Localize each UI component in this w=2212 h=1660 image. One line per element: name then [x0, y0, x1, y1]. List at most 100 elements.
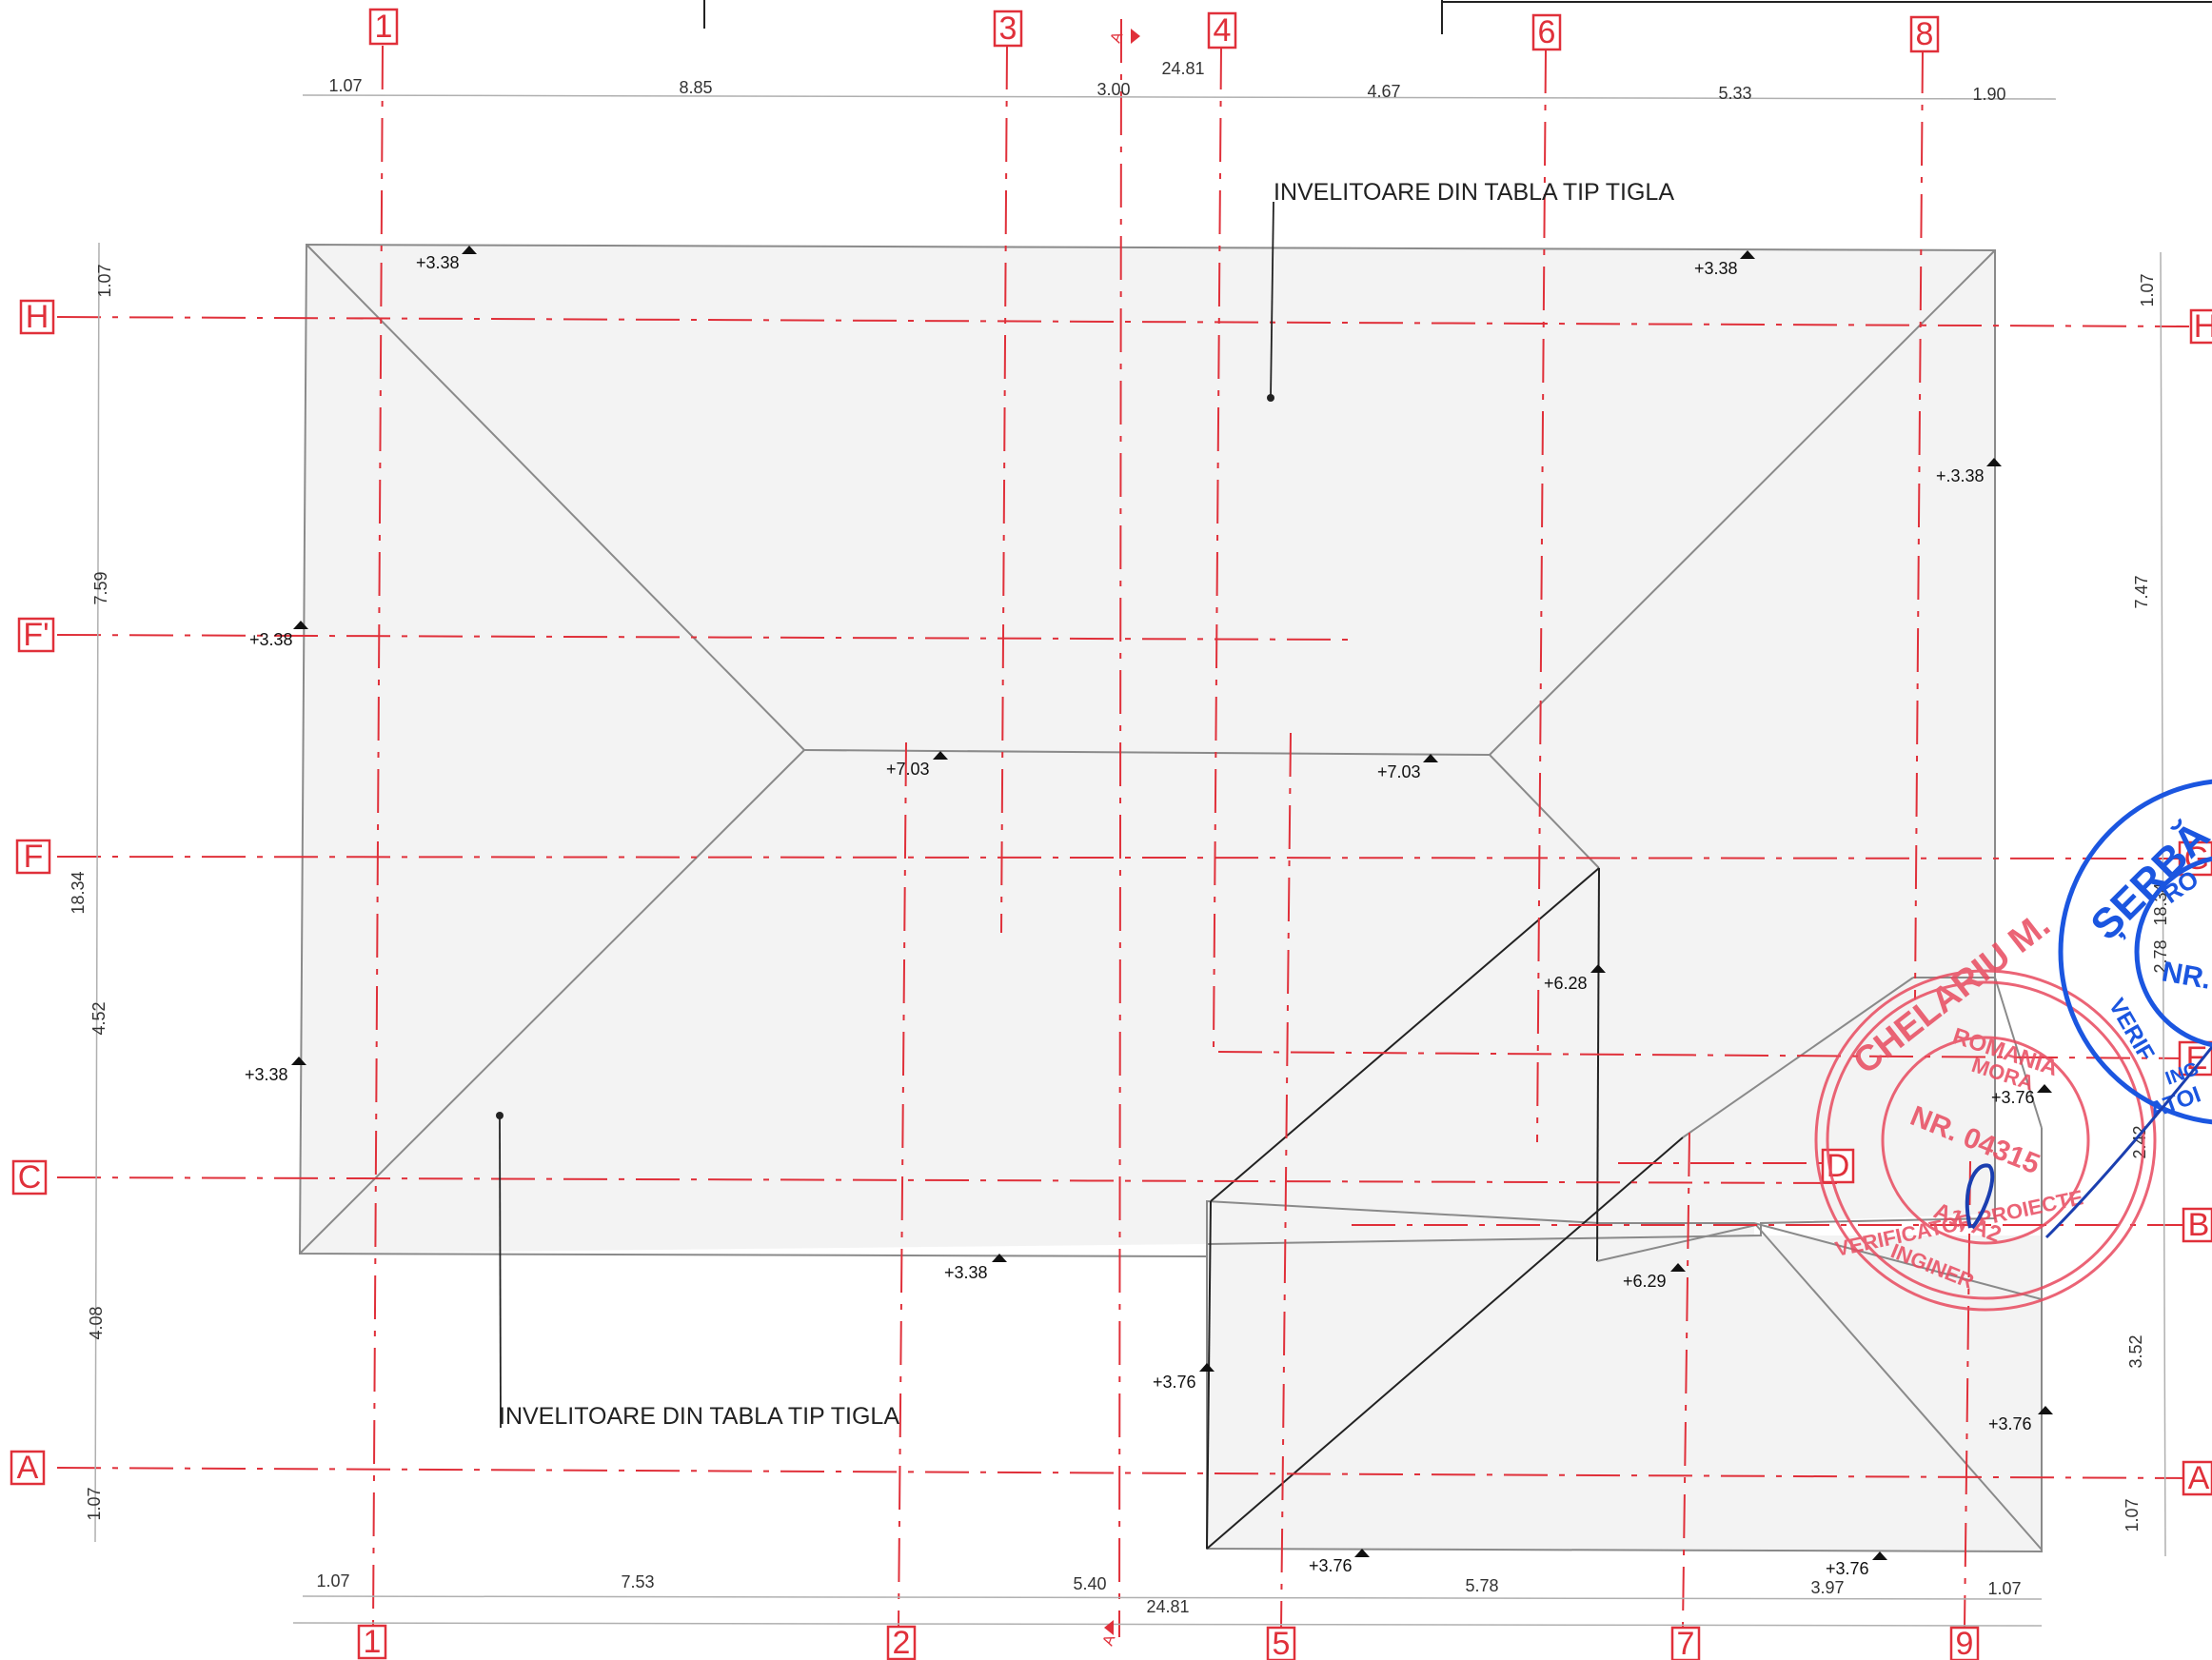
- svg-text:NR.: NR.: [2160, 956, 2212, 995]
- axis-bubble-B-right: B: [2182, 1207, 2212, 1243]
- elevation-5: +7.03: [886, 751, 948, 779]
- elevation-9: +6.28: [1544, 964, 1606, 993]
- svg-text:1.07: 1.07: [1987, 1579, 2021, 1598]
- svg-text:3.97: 3.97: [1810, 1578, 1844, 1597]
- axis-bubble-F-prime-left: F': [17, 617, 55, 653]
- axis-bubble-A-left: A: [10, 1450, 46, 1486]
- axis-bubble-9-bottom: 9: [1949, 1626, 1980, 1660]
- svg-text:+3.38: +3.38: [416, 253, 460, 272]
- svg-text:B: B: [2188, 1207, 2210, 1243]
- top-dimensions: 1.07 8.85 3.00 4.67 5.33 1.90 24.81: [328, 59, 2005, 104]
- svg-text:+3.38: +3.38: [245, 1065, 288, 1084]
- svg-text:+3.76: +3.76: [1826, 1559, 1869, 1578]
- svg-text:E: E: [2186, 1040, 2208, 1077]
- svg-text:3: 3: [999, 10, 1017, 47]
- elevation-4: +3.38: [249, 621, 308, 649]
- svg-text:6: 6: [1538, 14, 1556, 50]
- bottom-dimensions: 1.07 7.53 5.40 5.78 3.97 1.07 24.81: [316, 1571, 2021, 1616]
- svg-text:8.85: 8.85: [679, 78, 712, 97]
- svg-text:3.52: 3.52: [2126, 1334, 2145, 1368]
- elevation-15: +3.76: [1826, 1551, 1887, 1578]
- elevation-12: +3.76: [1991, 1084, 2052, 1107]
- svg-text:1.07: 1.07: [316, 1571, 349, 1591]
- svg-text:7.53: 7.53: [621, 1572, 654, 1591]
- svg-text:A: A: [1108, 30, 1127, 45]
- svg-text:H: H: [26, 299, 49, 335]
- axis-bubble-2-bottom: 2: [886, 1625, 917, 1660]
- svg-text:+3.76: +3.76: [1153, 1373, 1196, 1392]
- svg-text:24.81: 24.81: [1146, 1597, 1189, 1616]
- svg-text:A: A: [2188, 1460, 2210, 1496]
- svg-text:A: A: [17, 1450, 39, 1486]
- svg-text:A: A: [1100, 1632, 1119, 1648]
- axis-bubble-H-right: H: [2189, 308, 2212, 345]
- elevation-6: +7.03: [1377, 754, 1438, 781]
- elevation-10: +6.29: [1623, 1263, 1686, 1291]
- svg-text:+3.76: +3.76: [1988, 1414, 2032, 1433]
- roof-note-top: INVELITOARE DIN TABLA TIP TIGLA: [1267, 179, 1674, 402]
- axis-bubble-3-top: 3: [993, 10, 1023, 48]
- svg-text:C: C: [18, 1159, 42, 1196]
- svg-text:+7.03: +7.03: [1377, 762, 1421, 781]
- axis-bubble-A-right: A: [2182, 1460, 2212, 1496]
- elevation-8: +3.38: [944, 1254, 1007, 1282]
- svg-text:+3.76: +3.76: [1991, 1088, 2035, 1107]
- axis-bubble-C-left: C: [11, 1159, 48, 1196]
- svg-text:4: 4: [1214, 12, 1232, 49]
- svg-text:+3.38: +3.38: [1694, 259, 1738, 278]
- svg-text:24.81: 24.81: [1161, 59, 1204, 78]
- svg-text:1.07: 1.07: [2138, 273, 2157, 306]
- svg-text:1: 1: [375, 9, 393, 45]
- elevation-11: +3.76: [1153, 1363, 1215, 1392]
- svg-text:1.07: 1.07: [328, 76, 362, 95]
- svg-text:9: 9: [1956, 1626, 1974, 1660]
- axis-bubble-5-bottom: 5: [1266, 1626, 1296, 1660]
- svg-text:+3.38: +3.38: [944, 1263, 988, 1282]
- svg-text:7.47: 7.47: [2132, 575, 2151, 608]
- svg-text:5.33: 5.33: [1718, 84, 1751, 103]
- elevation-14: +3.76: [1309, 1549, 1370, 1575]
- elevation-7: +3.38: [245, 1057, 306, 1084]
- svg-text:INVELITOARE DIN TABLA TIP TIGL: INVELITOARE DIN TABLA TIP TIGLA: [1274, 179, 1674, 206]
- svg-text:8: 8: [1916, 16, 1934, 52]
- roof-planes: [298, 243, 2043, 1553]
- svg-text:1.07: 1.07: [95, 264, 114, 297]
- svg-text:+6.28: +6.28: [1544, 974, 1588, 993]
- elevation-13: +3.76: [1988, 1406, 2053, 1433]
- axis-bubble-1-top: 1: [368, 8, 399, 46]
- svg-text:1: 1: [364, 1624, 382, 1660]
- left-dimensions: 1.07 7.59 4.52 4.08 1.07 18.34: [69, 264, 114, 1520]
- dimension-lines: [94, 94, 2166, 1627]
- axis-bubble-1-bottom: 1: [357, 1624, 387, 1660]
- roof-note-bottom: INVELITOARE DIN TABLA TIP TIGLA: [496, 1112, 899, 1430]
- svg-text:H: H: [2194, 308, 2212, 345]
- grid-lines: [56, 18, 2190, 1638]
- svg-text:4.67: 4.67: [1367, 82, 1400, 101]
- svg-text:5.78: 5.78: [1465, 1576, 1498, 1595]
- svg-text:5: 5: [1273, 1626, 1291, 1660]
- section-marker-top: A: [1108, 29, 1140, 45]
- svg-text:INVELITOARE DIN TABLA TIP TIGL: INVELITOARE DIN TABLA TIP TIGLA: [499, 1403, 899, 1430]
- svg-text:+3.76: +3.76: [1309, 1556, 1353, 1575]
- svg-text:1.90: 1.90: [1972, 85, 2005, 104]
- axis-bubble-7-bottom: 7: [1670, 1626, 1701, 1660]
- svg-text:7: 7: [1677, 1626, 1695, 1660]
- svg-text:2: 2: [893, 1625, 911, 1660]
- svg-text:F: F: [24, 839, 44, 875]
- axis-bubble-4-top: 4: [1207, 11, 1237, 49]
- elevation-2: +3.38: [1694, 250, 1755, 278]
- elevation-3: +.3.38: [1936, 458, 2002, 485]
- svg-text:+3.38: +3.38: [249, 630, 293, 649]
- svg-text:4.08: 4.08: [87, 1306, 106, 1339]
- svg-text:F': F': [23, 617, 49, 653]
- axis-bubble-8-top: 8: [1909, 15, 1940, 53]
- elevation-markers: +3.38 +3.38 +.3.38 +3.38 +7.03 +7.03 +3.…: [245, 246, 2053, 1578]
- svg-text:4.52: 4.52: [89, 1001, 109, 1035]
- svg-text:+6.29: +6.29: [1623, 1272, 1667, 1291]
- svg-text:+7.03: +7.03: [886, 760, 930, 779]
- svg-text:3.00: 3.00: [1096, 80, 1130, 99]
- axis-bubble-F-left: F: [15, 839, 51, 875]
- svg-text:+.3.38: +.3.38: [1936, 466, 1985, 485]
- svg-text:1.07: 1.07: [85, 1487, 104, 1520]
